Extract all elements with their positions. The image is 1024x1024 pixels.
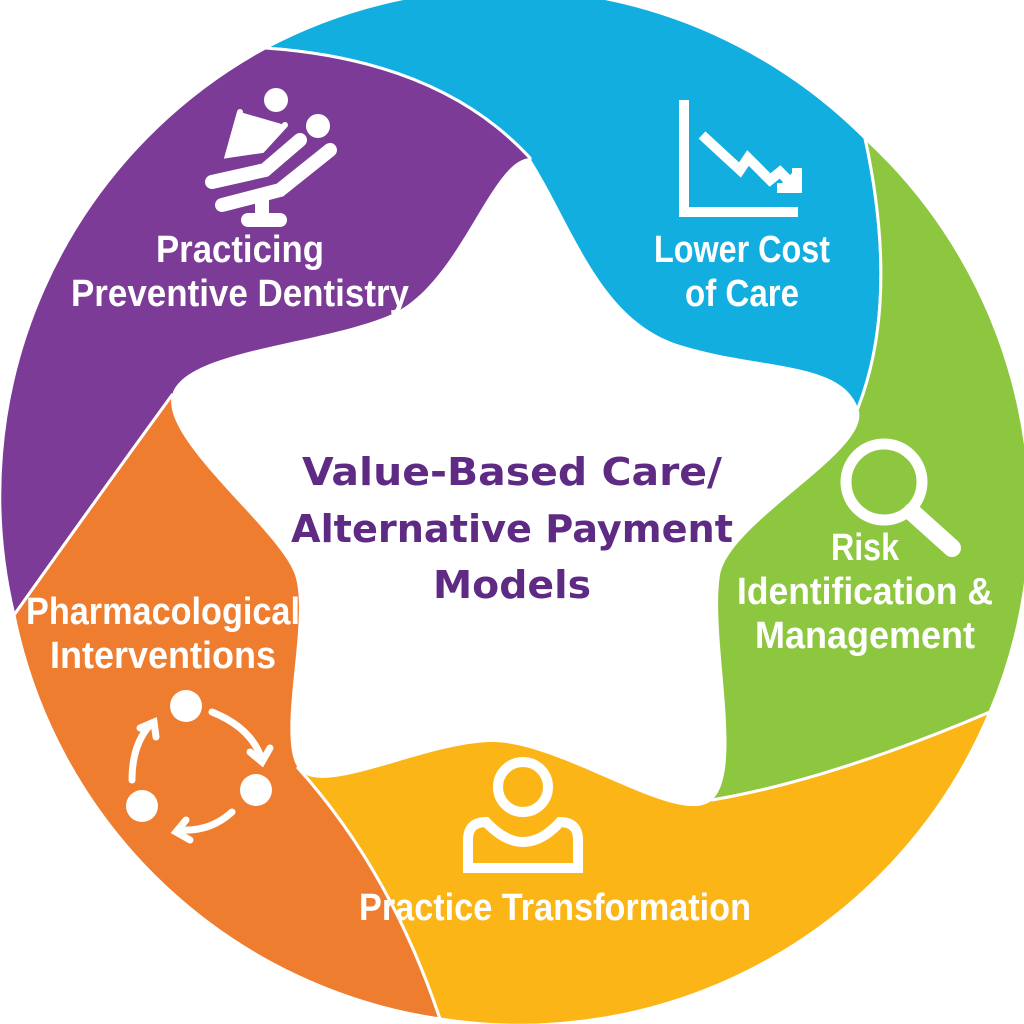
- cycle-icon: [126, 690, 274, 844]
- segment-label-pharma-line2: Interventions: [50, 635, 276, 677]
- segment-pharmacological: [0, 46, 532, 619]
- center-star: [171, 158, 860, 807]
- segment-label-preventive-line1: Practicing: [156, 229, 324, 271]
- segment-label-practice: Practice Transformation: [359, 887, 751, 929]
- segment-label-preventive-line2: Preventive Dentistry: [71, 273, 409, 315]
- segment-label-pharma-line1: Pharmacological: [26, 591, 300, 633]
- declining-chart-icon: [679, 100, 802, 217]
- segment-label-risk-line1: Risk: [831, 527, 900, 569]
- segment-label-risk-line2: Identification &: [737, 571, 993, 613]
- segment-label-cost-line1: Lower Cost: [654, 229, 830, 271]
- magnifier-icon: [840, 438, 961, 557]
- segment-label-cost-line2: of Care: [685, 273, 799, 315]
- center-title-line3: Models: [433, 563, 591, 607]
- person-icon: [463, 757, 583, 873]
- center-title-line2: Alternative Payment: [291, 507, 733, 551]
- segment-label-risk-line3: Management: [755, 615, 975, 657]
- dental-chair-icon: [205, 88, 337, 227]
- center-title-line1: Value-Based Care/: [302, 450, 722, 494]
